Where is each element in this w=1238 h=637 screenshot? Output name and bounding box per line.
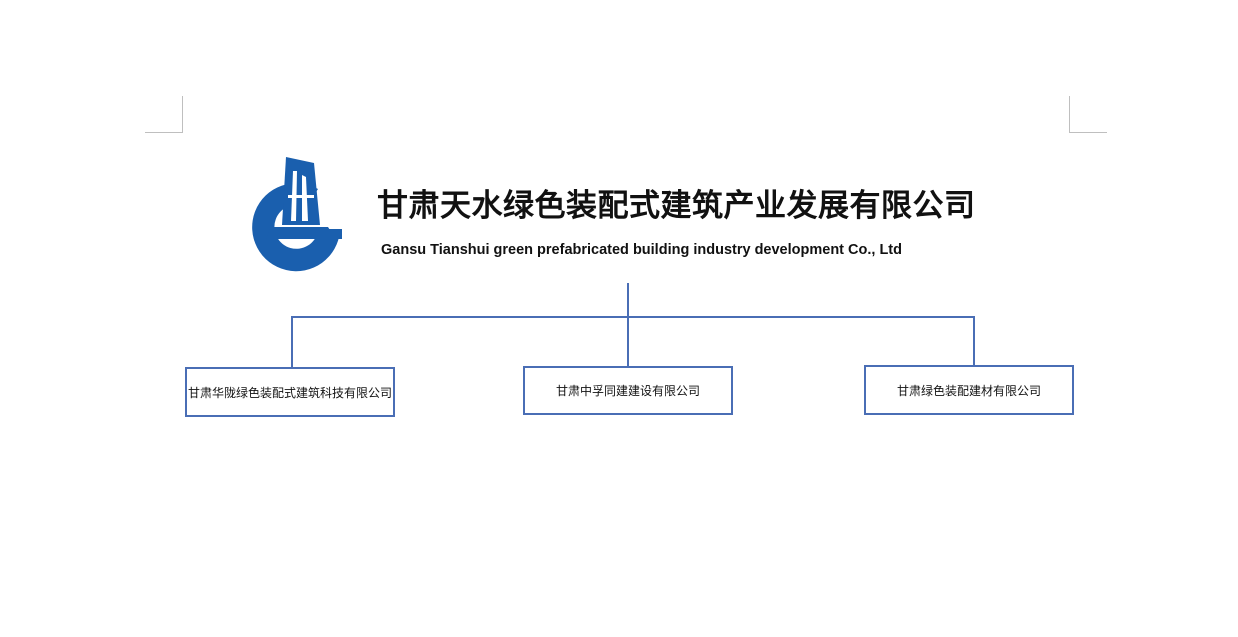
company-name-english: Gansu Tianshui green prefabricated build…: [381, 242, 902, 258]
subsidiary-label: 甘肃华陇绿色装配式建筑科技有限公司: [187, 385, 392, 400]
page-corner-mark-top-left: [145, 96, 183, 133]
subsidiary-box: 甘肃中孚同建建设有限公司: [523, 366, 733, 415]
subsidiary-box: 甘肃华陇绿色装配式建筑科技有限公司: [185, 367, 395, 417]
company-logo-icon: [252, 157, 342, 272]
company-name-chinese: 甘肃天水绿色装配式建筑产业发展有限公司: [377, 188, 976, 224]
page-corner-mark-top-right: [1069, 96, 1107, 133]
subsidiary-label: 甘肃绿色装配建材有限公司: [896, 383, 1041, 398]
subsidiary-box: 甘肃绿色装配建材有限公司: [864, 365, 1074, 415]
subsidiary-label: 甘肃中孚同建建设有限公司: [555, 384, 700, 398]
